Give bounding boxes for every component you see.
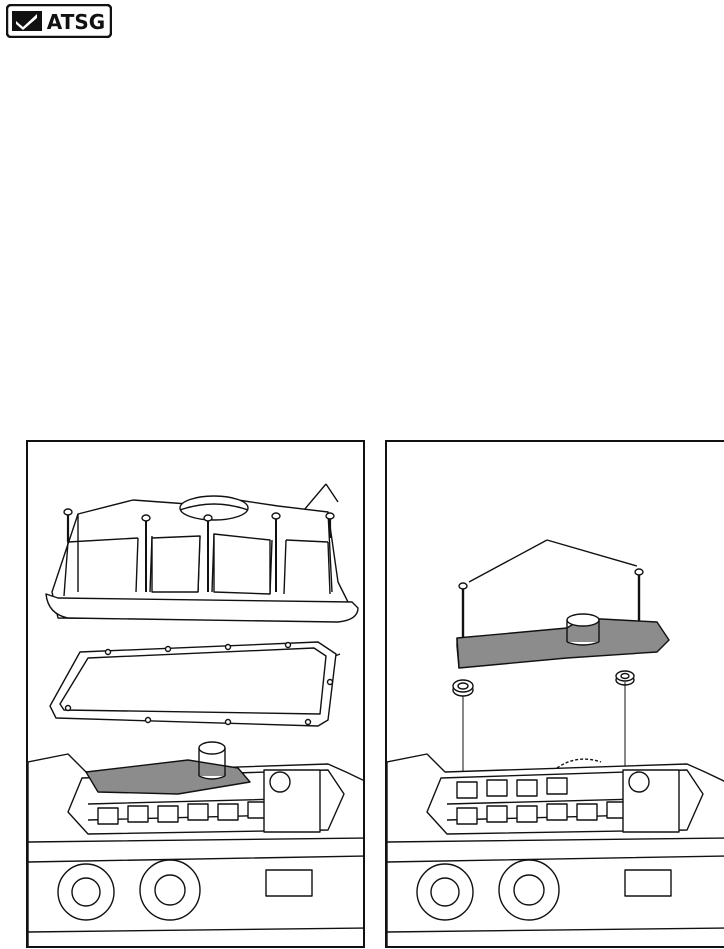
atsg-logo-graphic: ATSG bbox=[6, 4, 112, 38]
leader-line-bolts bbox=[468, 539, 638, 583]
atsg-logo: ATSG bbox=[6, 4, 112, 38]
filter-seals bbox=[452, 670, 635, 772]
oil-pan bbox=[45, 495, 359, 623]
seal bbox=[615, 670, 635, 686]
valve-body bbox=[387, 753, 724, 946]
bolt bbox=[141, 514, 151, 592]
bolt bbox=[458, 582, 468, 640]
figure-filter-removal bbox=[385, 440, 724, 948]
logo-text: ATSG bbox=[47, 10, 105, 34]
bolt bbox=[325, 512, 335, 538]
pan-gasket bbox=[49, 641, 337, 727]
figure-oil-pan-removal bbox=[26, 440, 365, 948]
filter bbox=[85, 741, 251, 795]
bolt bbox=[271, 512, 281, 592]
filter bbox=[456, 613, 670, 669]
filter-illustration bbox=[387, 539, 724, 946]
pan-bolts bbox=[63, 508, 335, 592]
checkmark-flag-icon bbox=[12, 11, 42, 31]
bolt bbox=[203, 514, 213, 592]
oil-pan-illustration bbox=[28, 483, 363, 946]
seal bbox=[452, 679, 474, 697]
leader-line-bolts bbox=[303, 483, 339, 511]
bolt bbox=[63, 508, 73, 542]
